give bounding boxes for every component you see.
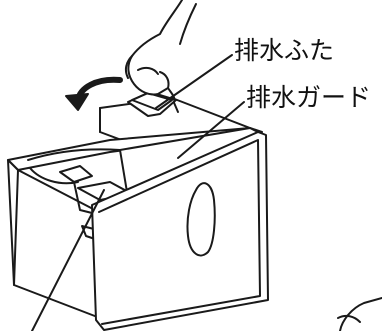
container-left-side <box>8 160 100 318</box>
drain-guard-label: 排水ガード <box>246 85 371 110</box>
drain-lid-label: 排水ふた <box>234 38 334 63</box>
secondary-illustration-fragment <box>338 298 382 331</box>
